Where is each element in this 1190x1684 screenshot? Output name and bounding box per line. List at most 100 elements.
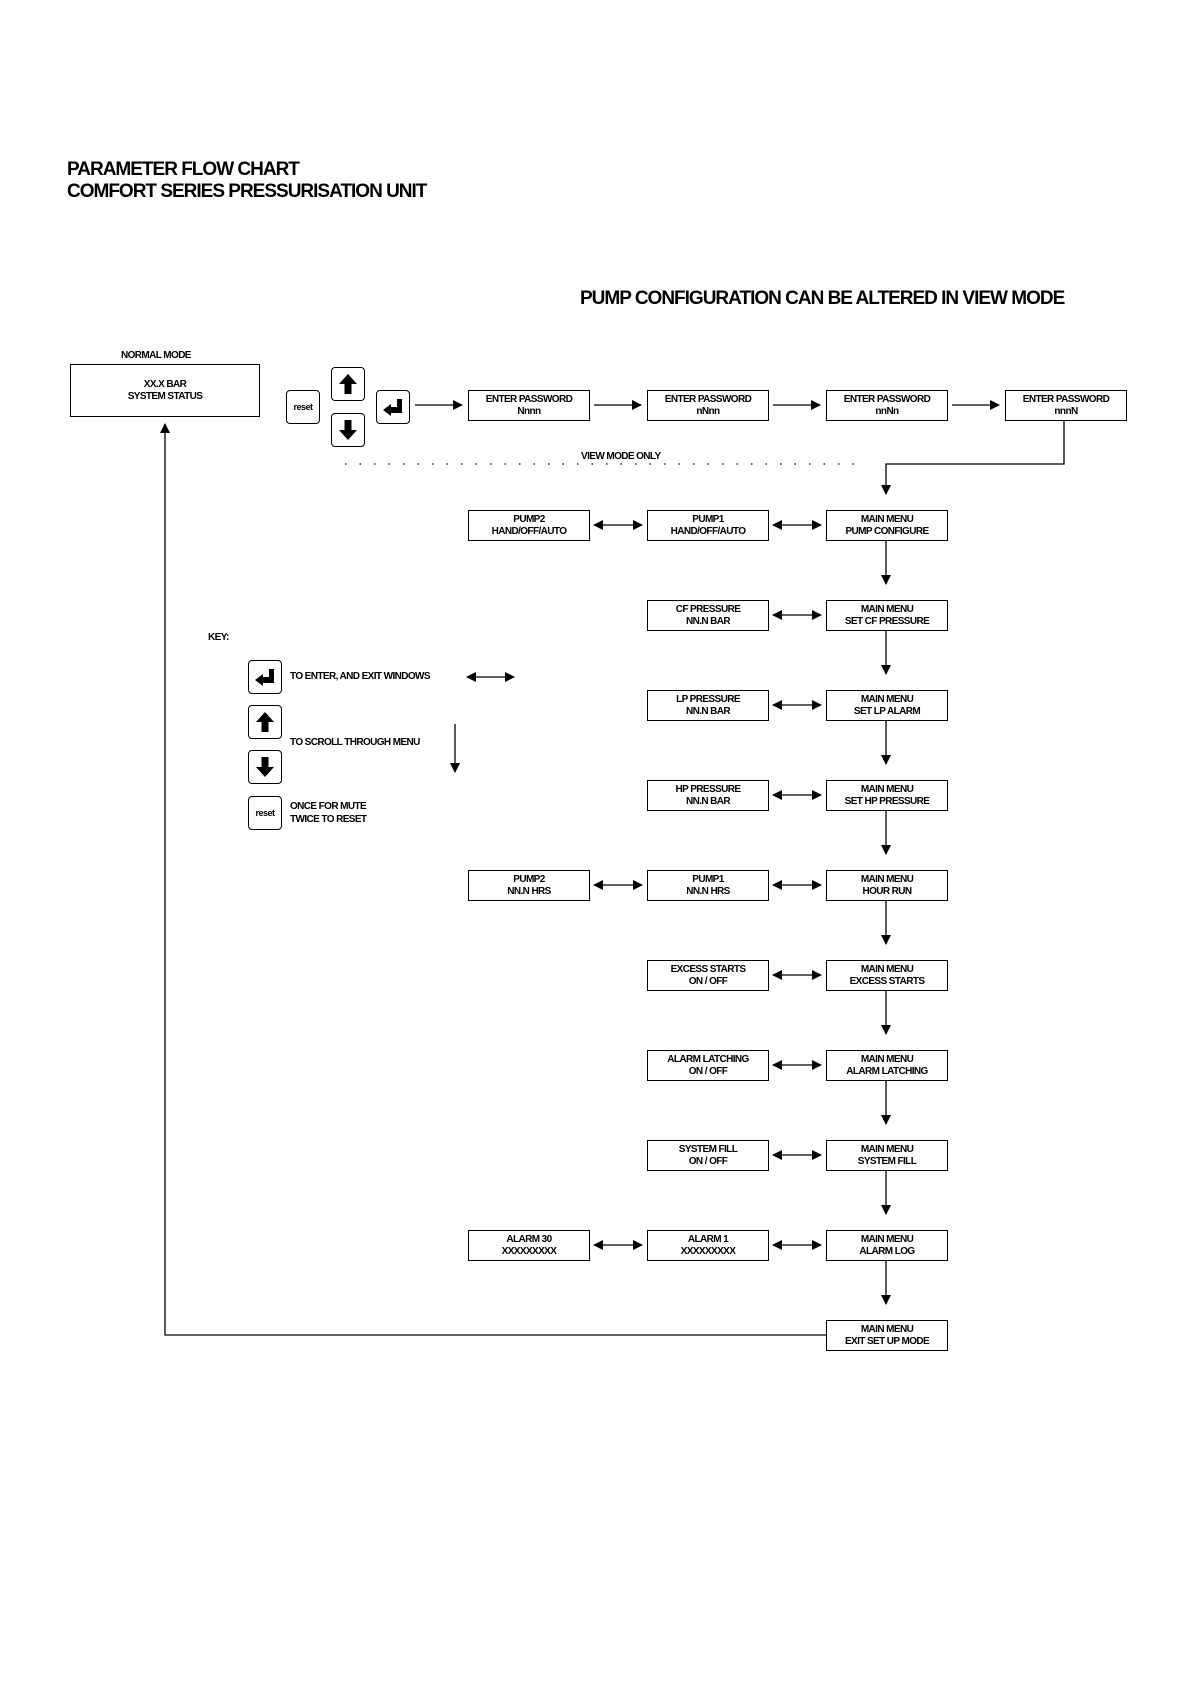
password-3-line1: ENTER PASSWORD bbox=[843, 393, 931, 405]
sub-menu-line2: XXXXXXXXX bbox=[501, 1245, 557, 1257]
main-menu-set-lp-alarm[interactable]: MAIN MENU SET LP ALARM bbox=[826, 690, 948, 721]
main-menu-title: MAIN MENU bbox=[860, 513, 914, 525]
sub-menu-line2: NN.N HRS bbox=[507, 885, 551, 897]
sub-menu-line2: NN.N BAR bbox=[685, 705, 731, 717]
password-4-line1: ENTER PASSWORD bbox=[1022, 393, 1110, 405]
arrow-password4-to-main-menu bbox=[881, 420, 1065, 495]
enter-icon bbox=[383, 399, 402, 416]
sub-menu-line2: NN.N BAR bbox=[685, 615, 731, 627]
main-menu-item-label: EXCESS STARTS bbox=[849, 975, 925, 987]
sub-menu-cf-pressure[interactable]: CF PRESSURE NN.N BAR bbox=[647, 600, 769, 631]
sub-menu-system-fill[interactable]: SYSTEM FILL ON / OFF bbox=[647, 1140, 769, 1171]
down-arrow-icon bbox=[256, 757, 274, 777]
sub-menu-line1: ALARM 1 bbox=[687, 1233, 729, 1245]
main-menu-title: MAIN MENU bbox=[860, 1143, 914, 1155]
sub-menu-line1: SYSTEM FILL bbox=[678, 1143, 738, 1155]
sub-menu-lp-pressure[interactable]: LP PRESSURE NN.N BAR bbox=[647, 690, 769, 721]
sub-menu-line2: XXXXXXXXX bbox=[680, 1245, 736, 1257]
up-button[interactable] bbox=[331, 367, 365, 401]
main-menu-title: MAIN MENU bbox=[860, 783, 914, 795]
main-menu-set-cf-pressure[interactable]: MAIN MENU SET CF PRESSURE bbox=[826, 600, 948, 631]
reset-label: reset bbox=[255, 808, 275, 818]
page-subtitle: COMFORT SERIES PRESSURISATION UNIT bbox=[67, 181, 427, 202]
legend-reset-text-2: TWICE TO RESET bbox=[290, 814, 367, 825]
main-menu-item-label: ALARM LOG bbox=[859, 1245, 915, 1257]
legend-up-key bbox=[248, 705, 282, 739]
password-box-4[interactable]: ENTER PASSWORD nnnN bbox=[1005, 390, 1127, 421]
main-menu-title: MAIN MENU bbox=[860, 1233, 914, 1245]
enter-icon bbox=[255, 669, 274, 686]
sub-menu-line2: ON / OFF bbox=[688, 1155, 728, 1167]
sub-menu-pump2-hours[interactable]: PUMP2 NN.N HRS bbox=[468, 870, 590, 901]
arrow-exit-to-normal-mode bbox=[160, 423, 828, 1336]
sub-menu-line2: ON / OFF bbox=[688, 975, 728, 987]
sub-menu-line1: EXCESS STARTS bbox=[670, 963, 746, 975]
sub-menu-line2: NN.N BAR bbox=[685, 795, 731, 807]
sub-menu-excess-starts[interactable]: EXCESS STARTS ON / OFF bbox=[647, 960, 769, 991]
sub-menu-line1: LP PRESSURE bbox=[676, 693, 740, 705]
main-menu-exit-set-up-mode[interactable]: MAIN MENU EXIT SET UP MODE bbox=[826, 1320, 948, 1351]
main-menu-alarm-log[interactable]: MAIN MENU ALARM LOG bbox=[826, 1230, 948, 1261]
main-menu-item-label: PUMP CONFIGURE bbox=[845, 525, 929, 537]
sub-menu-line1: PUMP2 bbox=[513, 513, 545, 525]
password-box-3[interactable]: ENTER PASSWORD nnNn bbox=[826, 390, 948, 421]
down-button[interactable] bbox=[331, 413, 365, 447]
main-menu-title: MAIN MENU bbox=[860, 1323, 914, 1335]
legend-reset-key: reset bbox=[248, 796, 282, 830]
sub-menu-alarm-1[interactable]: ALARM 1 XXXXXXXXX bbox=[647, 1230, 769, 1261]
sub-menu-line2: ON / OFF bbox=[688, 1065, 728, 1077]
legend-enter-key bbox=[248, 660, 282, 694]
view-mode-label: VIEW MODE ONLY bbox=[581, 451, 661, 462]
main-menu-title: MAIN MENU bbox=[860, 873, 914, 885]
main-menu-set-hp-pressure[interactable]: MAIN MENU SET HP PRESSURE bbox=[826, 780, 948, 811]
sub-menu-line1: HP PRESSURE bbox=[675, 783, 742, 795]
up-arrow-icon bbox=[256, 712, 274, 732]
password-box-2[interactable]: ENTER PASSWORD nNnn bbox=[647, 390, 769, 421]
normal-mode-label: NORMAL MODE bbox=[121, 350, 191, 361]
password-2-line2: nNnn bbox=[696, 405, 720, 417]
main-menu-alarm-latching[interactable]: MAIN MENU ALARM LATCHING bbox=[826, 1050, 948, 1081]
main-menu-item-label: SET LP ALARM bbox=[853, 705, 921, 717]
legend-down-key bbox=[248, 750, 282, 784]
password-1-line1: ENTER PASSWORD bbox=[485, 393, 573, 405]
main-menu-item-label: ALARM LATCHING bbox=[846, 1065, 928, 1077]
sub-menu-pump1-hours[interactable]: PUMP1 NN.N HRS bbox=[647, 870, 769, 901]
sub-menu-pump1-mode[interactable]: PUMP1 HAND/OFF/AUTO bbox=[647, 510, 769, 541]
sub-menu-alarm-latching[interactable]: ALARM LATCHING ON / OFF bbox=[647, 1050, 769, 1081]
main-menu-pump-configure[interactable]: MAIN MENU PUMP CONFIGURE bbox=[826, 510, 948, 541]
password-2-line1: ENTER PASSWORD bbox=[664, 393, 752, 405]
legend-enter-text: TO ENTER, AND EXIT WINDOWS bbox=[290, 671, 431, 682]
main-menu-title: MAIN MENU bbox=[860, 963, 914, 975]
password-box-1[interactable]: ENTER PASSWORD Nnnn bbox=[468, 390, 590, 421]
sub-menu-alarm-30[interactable]: ALARM 30 XXXXXXXXX bbox=[468, 1230, 590, 1261]
page-title: PARAMETER FLOW CHART bbox=[67, 159, 300, 180]
sub-menu-line1: CF PRESSURE bbox=[675, 603, 741, 615]
main-menu-title: MAIN MENU bbox=[860, 1053, 914, 1065]
sub-menu-hp-pressure[interactable]: HP PRESSURE NN.N BAR bbox=[647, 780, 769, 811]
sub-menu-line1: PUMP2 bbox=[513, 873, 545, 885]
main-menu-item-label: EXIT SET UP MODE bbox=[844, 1335, 930, 1347]
main-menu-title: MAIN MENU bbox=[860, 693, 914, 705]
main-menu-item-label: SET HP PRESSURE bbox=[844, 795, 930, 807]
reset-button[interactable]: reset bbox=[286, 390, 320, 424]
sub-menu-line1: ALARM LATCHING bbox=[667, 1053, 749, 1065]
main-menu-excess-starts[interactable]: MAIN MENU EXCESS STARTS bbox=[826, 960, 948, 991]
sub-menu-line2: NN.N HRS bbox=[686, 885, 730, 897]
main-menu-hour-run[interactable]: MAIN MENU HOUR RUN bbox=[826, 870, 948, 901]
normal-mode-line1: XX.X BAR bbox=[143, 378, 187, 390]
sub-menu-pump2-mode[interactable]: PUMP2 HAND/OFF/AUTO bbox=[468, 510, 590, 541]
normal-mode-display: XX.X BAR SYSTEM STATUS bbox=[70, 364, 260, 417]
enter-button[interactable] bbox=[376, 390, 410, 424]
main-menu-item-label: SET CF PRESSURE bbox=[844, 615, 930, 627]
password-1-line2: Nnnn bbox=[517, 405, 541, 417]
main-menu-system-fill[interactable]: MAIN MENU SYSTEM FILL bbox=[826, 1140, 948, 1171]
sub-menu-line2: HAND/OFF/AUTO bbox=[670, 525, 746, 537]
password-4-line2: nnnN bbox=[1054, 405, 1078, 417]
legend-scroll-text: TO SCROLL THROUGH MENU bbox=[290, 737, 420, 748]
up-arrow-icon bbox=[339, 374, 357, 394]
main-menu-item-label: SYSTEM FILL bbox=[857, 1155, 917, 1167]
down-arrow-icon bbox=[339, 420, 357, 440]
reset-label: reset bbox=[293, 402, 313, 412]
sub-menu-line1: PUMP1 bbox=[692, 873, 724, 885]
